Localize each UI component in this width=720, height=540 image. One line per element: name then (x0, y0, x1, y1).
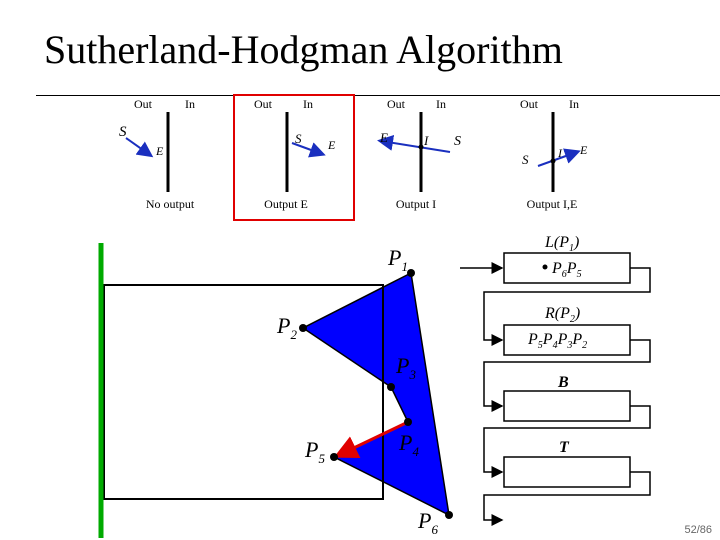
clip-window (103, 284, 384, 500)
case2-in-label: In (303, 97, 313, 111)
p3-label: P3 (395, 353, 416, 382)
stage-left-bullet (542, 264, 548, 270)
stage-right-box (503, 324, 631, 356)
title-divider (36, 95, 720, 96)
stage-top-header: T (559, 439, 570, 456)
stage-top-box (503, 456, 631, 488)
case3-in-label: In (436, 97, 446, 111)
pipeline-connector-3 (483, 405, 651, 478)
subject-polygon (301, 271, 450, 517)
case1-s-label: S (119, 124, 127, 140)
case1-out-label: Out (134, 97, 152, 111)
vertex-p3 (387, 383, 395, 391)
case4-e-label: E (579, 143, 588, 157)
vertex-p1 (407, 269, 415, 277)
case1-caption: No output (145, 197, 195, 211)
case2-e-label: E (327, 138, 336, 152)
case3-intersection-point (418, 144, 424, 150)
case4-s-label: S (522, 152, 529, 167)
stage-bottom-box (503, 390, 631, 422)
stage-left-content: P6P5 (551, 260, 582, 280)
p5-label: P5 (304, 437, 325, 466)
stage-left-box (503, 252, 631, 284)
case4-intersection-point (550, 158, 556, 164)
case4-caption: Output I,E (526, 197, 578, 211)
pipeline-connector-1 (483, 267, 651, 346)
case4-out-label: Out (520, 97, 538, 111)
case3-edge-arrow (377, 134, 451, 153)
case3-e-label: E (379, 130, 388, 145)
p4-label: P4 (398, 430, 419, 459)
pipeline-output-arrow (483, 471, 651, 526)
vertex-p4 (404, 418, 412, 426)
case4-i-label: I (557, 146, 563, 160)
case2-out-label: Out (254, 97, 272, 111)
case2-edge-arrow (291, 142, 326, 158)
case3-s-label: S (454, 134, 461, 149)
stage-right-header: R(P2) (544, 305, 580, 325)
case4-edge-arrow (537, 148, 581, 167)
case2-s-label: S (295, 131, 302, 146)
case3-i-label: I (423, 133, 429, 148)
case3-caption: Output I (395, 197, 437, 211)
pipeline-connector-2 (483, 339, 651, 412)
case2-caption: Output E (264, 197, 308, 211)
p1-label: P1 (387, 245, 408, 274)
stage-left-header: L(P1) (544, 234, 579, 254)
slide-title: Sutherland-Hodgman Algorithm (44, 27, 563, 72)
case3-out-label: Out (387, 97, 405, 111)
case1-edge-arrow (125, 137, 154, 158)
vertex-p5 (330, 453, 338, 461)
vertex-p6 (445, 511, 453, 519)
current-edge-arrow (333, 420, 409, 459)
p2-label: P2 (276, 313, 297, 342)
p6-label: P6 (417, 508, 438, 537)
page-number: 52/86 (684, 524, 712, 536)
case2-highlight-box (233, 94, 355, 221)
case1-e-label: E (155, 144, 164, 158)
vertex-p2 (299, 324, 307, 332)
case1-in-label: In (185, 97, 195, 111)
stage-bottom-header: B (557, 374, 569, 391)
stage-right-content: P5P4P3P2 (527, 331, 587, 351)
case4-in-label: In (569, 97, 579, 111)
